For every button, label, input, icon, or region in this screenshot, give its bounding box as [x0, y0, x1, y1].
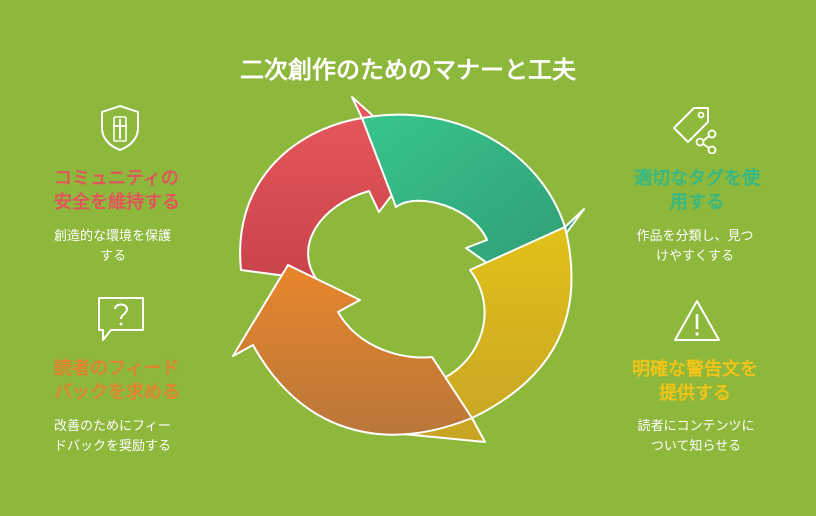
tag-share-icon [668, 104, 718, 158]
item-desc-warning-text: 読者にコンテンツに ついて知らせる [637, 419, 755, 454]
shield-cross-icon [98, 104, 142, 156]
warning-icon [672, 298, 722, 348]
diagram-title: 二次創作のためのマナーと工夫 [240, 56, 576, 84]
item-heading-use-tags: 適切なタグを使 用する [634, 168, 760, 213]
item-desc-community-safety: 創造的な環境を保護 する [54, 229, 172, 264]
item-desc-use-tags: 作品を分類し、見つ けやすくする [636, 229, 754, 264]
item-heading-community-safety: コミュニティの 安全を維持する [54, 168, 180, 213]
item-heading-warning-text: 明確な警告文を 提供する [632, 359, 758, 404]
item-desc-ask-feedback: 改善のためにフィー ドバックを奨励する [54, 419, 172, 454]
item-heading-ask-feedback: 読者のフィード バックを求める [54, 358, 180, 403]
cycle-arrow-orange [232, 264, 473, 436]
question-bubble-icon [97, 296, 145, 348]
